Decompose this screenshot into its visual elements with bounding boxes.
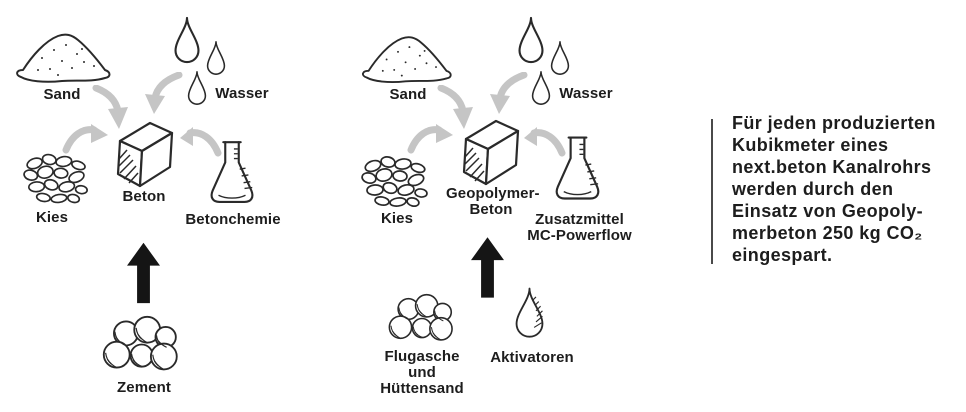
binder-label: Zement	[117, 379, 171, 396]
quote-text: Für jeden produzierten Kubikmeter eines …	[732, 112, 966, 266]
sand-pile-icon	[360, 30, 455, 87]
flask-icon	[205, 136, 259, 212]
flask-icon	[550, 132, 605, 208]
gravel-icon	[22, 150, 94, 208]
quote-line: Einsatz von Geopoly-	[732, 201, 924, 221]
fly-ash-balls-icon	[387, 290, 460, 347]
quote-line: Für jeden produzierten	[732, 113, 936, 133]
gravel-icon	[360, 152, 434, 212]
quote-line: merbeton 250 kg CO₂	[732, 223, 923, 243]
arrow-from-gravel-icon	[407, 124, 453, 154]
arrow-from-water-icon	[486, 72, 528, 116]
quote-line: Kubikmeter eines	[732, 135, 889, 155]
quote-divider	[711, 119, 713, 264]
arrow-from-gravel-icon	[62, 124, 108, 154]
concrete-cube-icon	[458, 116, 522, 188]
concrete-cube-icon	[112, 118, 176, 190]
arrow-from-water-icon	[141, 72, 183, 116]
sand-label: Sand	[43, 86, 81, 103]
cement-balls-icon	[101, 313, 186, 376]
gravel-label: Kies	[380, 210, 414, 227]
sand-pile-icon	[14, 28, 114, 86]
up-arrow-icon	[127, 240, 160, 306]
product-label: Geopolymer- Beton	[446, 185, 540, 219]
water-label: Wasser	[215, 85, 269, 102]
quote-line: next.beton Kanalrohrs	[732, 157, 932, 177]
binder-label: Flugasche und Hüttensand	[380, 348, 464, 398]
additive-label: Zusatzmittel MC-Powerflow	[527, 211, 632, 245]
activator-drop-icon	[511, 285, 548, 344]
gravel-label: Kies	[35, 209, 69, 226]
product-label: Beton	[122, 188, 166, 205]
quote-line: eingespart.	[732, 245, 833, 265]
additive-label: Betonchemie	[185, 211, 281, 228]
sand-label: Sand	[389, 86, 427, 103]
activator-label: Aktivatoren	[490, 349, 574, 366]
water-label: Wasser	[559, 85, 613, 102]
quote-line: werden durch den	[732, 179, 894, 199]
up-arrow-icon	[471, 236, 504, 299]
